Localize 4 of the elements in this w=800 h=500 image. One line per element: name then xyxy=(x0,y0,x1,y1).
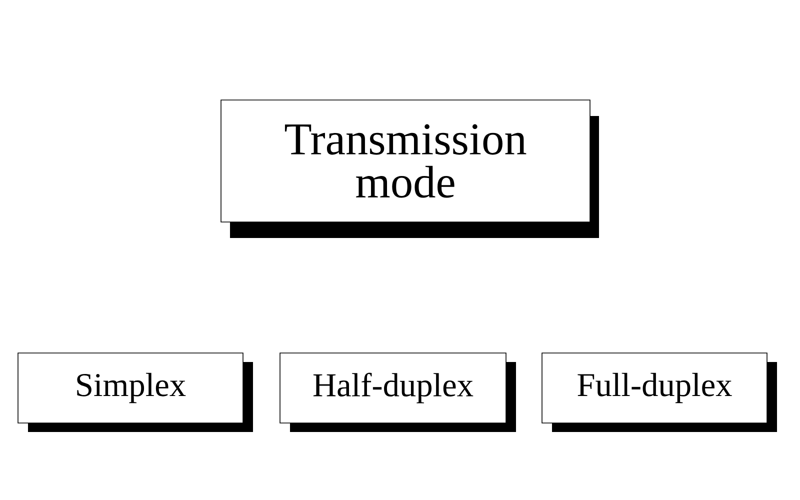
process-box: Simplex xyxy=(18,352,253,432)
process-box: Half-duplex xyxy=(280,352,516,432)
process-box: Transmission mode xyxy=(220,100,599,238)
process-box: Full-duplex xyxy=(542,352,777,432)
